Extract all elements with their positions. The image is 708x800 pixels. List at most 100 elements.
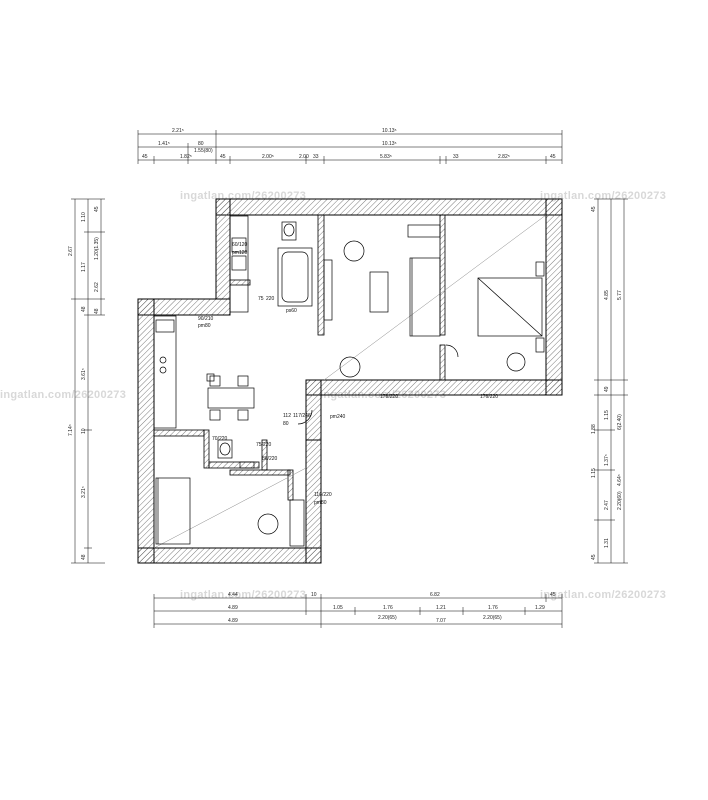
coffee-table	[369, 271, 389, 313]
dim-label: 1.37⁵	[604, 454, 610, 466]
dim-label: 2.20(65)	[378, 615, 397, 621]
dim-label: 2.00⁵	[262, 154, 274, 160]
armchair	[506, 352, 526, 372]
dim-label: 2.82⁵	[498, 154, 510, 160]
door-swing	[445, 344, 459, 358]
right-dimension-labels: 5.77 4.64⁵ 4.85 49 1.15 1.37⁵ 2.47 1.31 …	[591, 206, 623, 560]
dim-label: 33	[313, 154, 319, 160]
dim-label: 33	[453, 154, 459, 160]
dim-label: 1.05	[333, 605, 343, 611]
double-bed	[477, 277, 543, 337]
door-label: 75	[258, 296, 264, 302]
top-dimension-labels: 2.21⁵ 10.13⁵ 1.41⁵ 80 10.13⁵ 1.55(80) 45…	[142, 128, 556, 160]
dim-label: 10.13⁵	[382, 128, 397, 134]
dim-label: 10.13⁵	[382, 141, 397, 147]
dim-label: 1.41⁵	[158, 141, 170, 147]
door-label: 112	[283, 413, 291, 419]
wardrobe	[289, 499, 305, 547]
dim-label: 4.89	[228, 618, 238, 624]
dim-label: 1.31	[604, 538, 610, 548]
dim-label: 49	[604, 386, 610, 392]
door-label: 176/220	[480, 394, 498, 400]
tv-stand	[323, 259, 333, 321]
dim-label: 1.29	[535, 605, 545, 611]
armchair	[339, 356, 361, 378]
armchair	[257, 513, 279, 535]
door-label: 86/220	[262, 456, 278, 462]
door-label: 176/220	[380, 394, 398, 400]
bathtub	[277, 247, 313, 307]
armchair	[343, 240, 365, 262]
dim-label: 1.10	[81, 212, 87, 222]
single-bed	[155, 477, 191, 545]
dim-label: 4.44	[228, 592, 238, 598]
dim-label: 5.83⁵	[380, 154, 392, 160]
dim-label: 10	[81, 428, 87, 434]
dim-label: 45	[94, 206, 100, 212]
dim-label: 48	[81, 306, 87, 312]
bottom-dimension-labels: 4.44 10 6.82 45 4.89 1.05 1.76 1.21 1.76…	[228, 592, 556, 624]
dim-label: 3.61⁵	[81, 368, 87, 380]
dim-label: 10	[311, 592, 317, 598]
dim-label: 4.89	[228, 605, 238, 611]
dim-label: 1.15	[604, 410, 610, 420]
dim-label: 2.20(60)	[617, 491, 623, 510]
exterior-walls	[137, 198, 563, 564]
dim-label: 45	[142, 154, 148, 160]
dim-label: 45	[591, 206, 597, 212]
dim-label: 45	[591, 554, 597, 560]
dim-label: 2.20(65)	[483, 615, 502, 621]
bottom-dimensions	[153, 594, 563, 628]
dim-label: 7.14⁵	[68, 424, 74, 436]
door-label: pm80	[198, 323, 211, 329]
door-label: 80	[283, 421, 289, 427]
door-label: pm80	[314, 500, 327, 506]
dim-label: 7.07	[436, 618, 446, 624]
dim-label: 1.76	[488, 605, 498, 611]
dim-label: 2.00	[299, 154, 309, 160]
door-label: 220	[266, 296, 275, 302]
furniture	[153, 215, 545, 547]
watermark-text: ingatlan.com/26200273	[540, 190, 666, 202]
dim-label: 2.67	[68, 246, 74, 256]
dining-table	[207, 387, 255, 409]
door-label: ps60	[286, 308, 297, 314]
watermark-text: ingatlan.com/26200273	[540, 589, 666, 601]
door-swing	[297, 409, 313, 425]
door-label: 70/220	[212, 436, 228, 442]
dim-label: 80	[198, 141, 204, 147]
door-label: 60/120	[232, 242, 248, 248]
dim-label: 45	[220, 154, 226, 160]
toilet	[281, 221, 297, 241]
door-label: pm240	[330, 414, 346, 420]
dim-label: 5.77	[617, 290, 623, 300]
toilet	[217, 439, 233, 459]
dim-label: 2.62	[94, 282, 100, 292]
dim-label: 45	[550, 154, 556, 160]
sofa	[409, 257, 441, 337]
dim-label: 1.17	[81, 262, 87, 272]
dim-label: 6.82	[430, 592, 440, 598]
dim-label: 48	[81, 554, 87, 560]
right-dimensions	[594, 198, 628, 564]
dim-label: 1.15	[591, 468, 597, 478]
dim-label: 1.55(80)	[194, 148, 213, 154]
interior-walls	[153, 214, 446, 501]
room-diagonals	[153, 214, 547, 549]
dim-label: 1.20(1.35)	[94, 237, 100, 260]
dim-label: 1.88	[591, 424, 597, 434]
shelf	[407, 224, 441, 238]
dim-label: 4.85	[604, 290, 610, 300]
watermark-text: ingatlan.com/26200273	[180, 589, 306, 601]
door-labels: 60/120 pm120 75 220 90/210 pm80 112 80 1…	[198, 242, 498, 506]
dim-label: 6(2.40)	[617, 414, 623, 430]
dim-label: 2.47	[604, 500, 610, 510]
kitchen-counter	[153, 315, 177, 429]
dim-label: 3.21⁵	[81, 486, 87, 498]
door-label: pm120	[232, 250, 248, 256]
dim-label: 1.82⁵	[180, 154, 192, 160]
dim-label: 4.64⁵	[617, 474, 623, 486]
kitchen-tall-units	[229, 215, 249, 313]
door-label: 75/220	[256, 442, 272, 448]
